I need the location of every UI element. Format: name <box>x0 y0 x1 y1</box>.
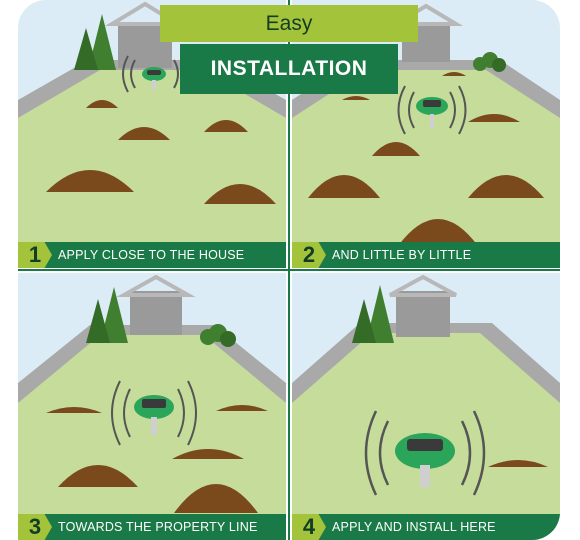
step-number: 4 <box>292 514 326 540</box>
step-label: APPLY AND INSTALL HERE <box>332 520 496 534</box>
step-banner-4: 4 APPLY AND INSTALL HERE <box>292 514 560 540</box>
step-banner-1: 1 APPLY CLOSE TO THE HOUSE <box>18 242 286 268</box>
repeller-device-icon <box>111 380 197 446</box>
molehill-icon <box>46 100 276 204</box>
molehill-icon <box>308 72 544 246</box>
step-panel-2: 2 AND LITTLE BY LITTLE <box>292 0 560 268</box>
step-banner-2: 2 AND LITTLE BY LITTLE <box>292 242 560 268</box>
title-easy: Easy <box>160 5 418 42</box>
step-panel-3: 3 TOWARDS THE PROPERTY LINE <box>18 273 286 540</box>
step-label: AND LITTLE BY LITTLE <box>332 248 472 262</box>
scene-2 <box>292 3 560 268</box>
tree-icon <box>352 285 394 343</box>
step-number: 2 <box>292 242 326 268</box>
step-label: APPLY CLOSE TO THE HOUSE <box>58 248 245 262</box>
bush-icon <box>200 324 236 347</box>
bush-icon <box>473 52 506 72</box>
step-banner-3: 3 TOWARDS THE PROPERTY LINE <box>18 514 286 540</box>
tree-icon <box>86 287 128 343</box>
scene-1 <box>18 1 286 268</box>
scene-4 <box>292 274 560 540</box>
step-label: TOWARDS THE PROPERTY LINE <box>58 520 258 534</box>
repeller-device-icon <box>364 410 486 496</box>
step-panel-4: 4 APPLY AND INSTALL HERE <box>292 273 560 540</box>
divider-horizontal <box>18 269 560 271</box>
molehill-icon <box>46 405 268 513</box>
repeller-device-icon <box>122 55 179 93</box>
house-icon <box>116 274 196 335</box>
step-number: 3 <box>18 514 52 540</box>
scene-3 <box>18 274 286 540</box>
title-installation: INSTALLATION <box>180 44 398 94</box>
repeller-device-icon <box>397 85 467 135</box>
tree-icon <box>74 14 116 70</box>
house-icon <box>389 274 457 337</box>
step-number: 1 <box>18 242 52 268</box>
